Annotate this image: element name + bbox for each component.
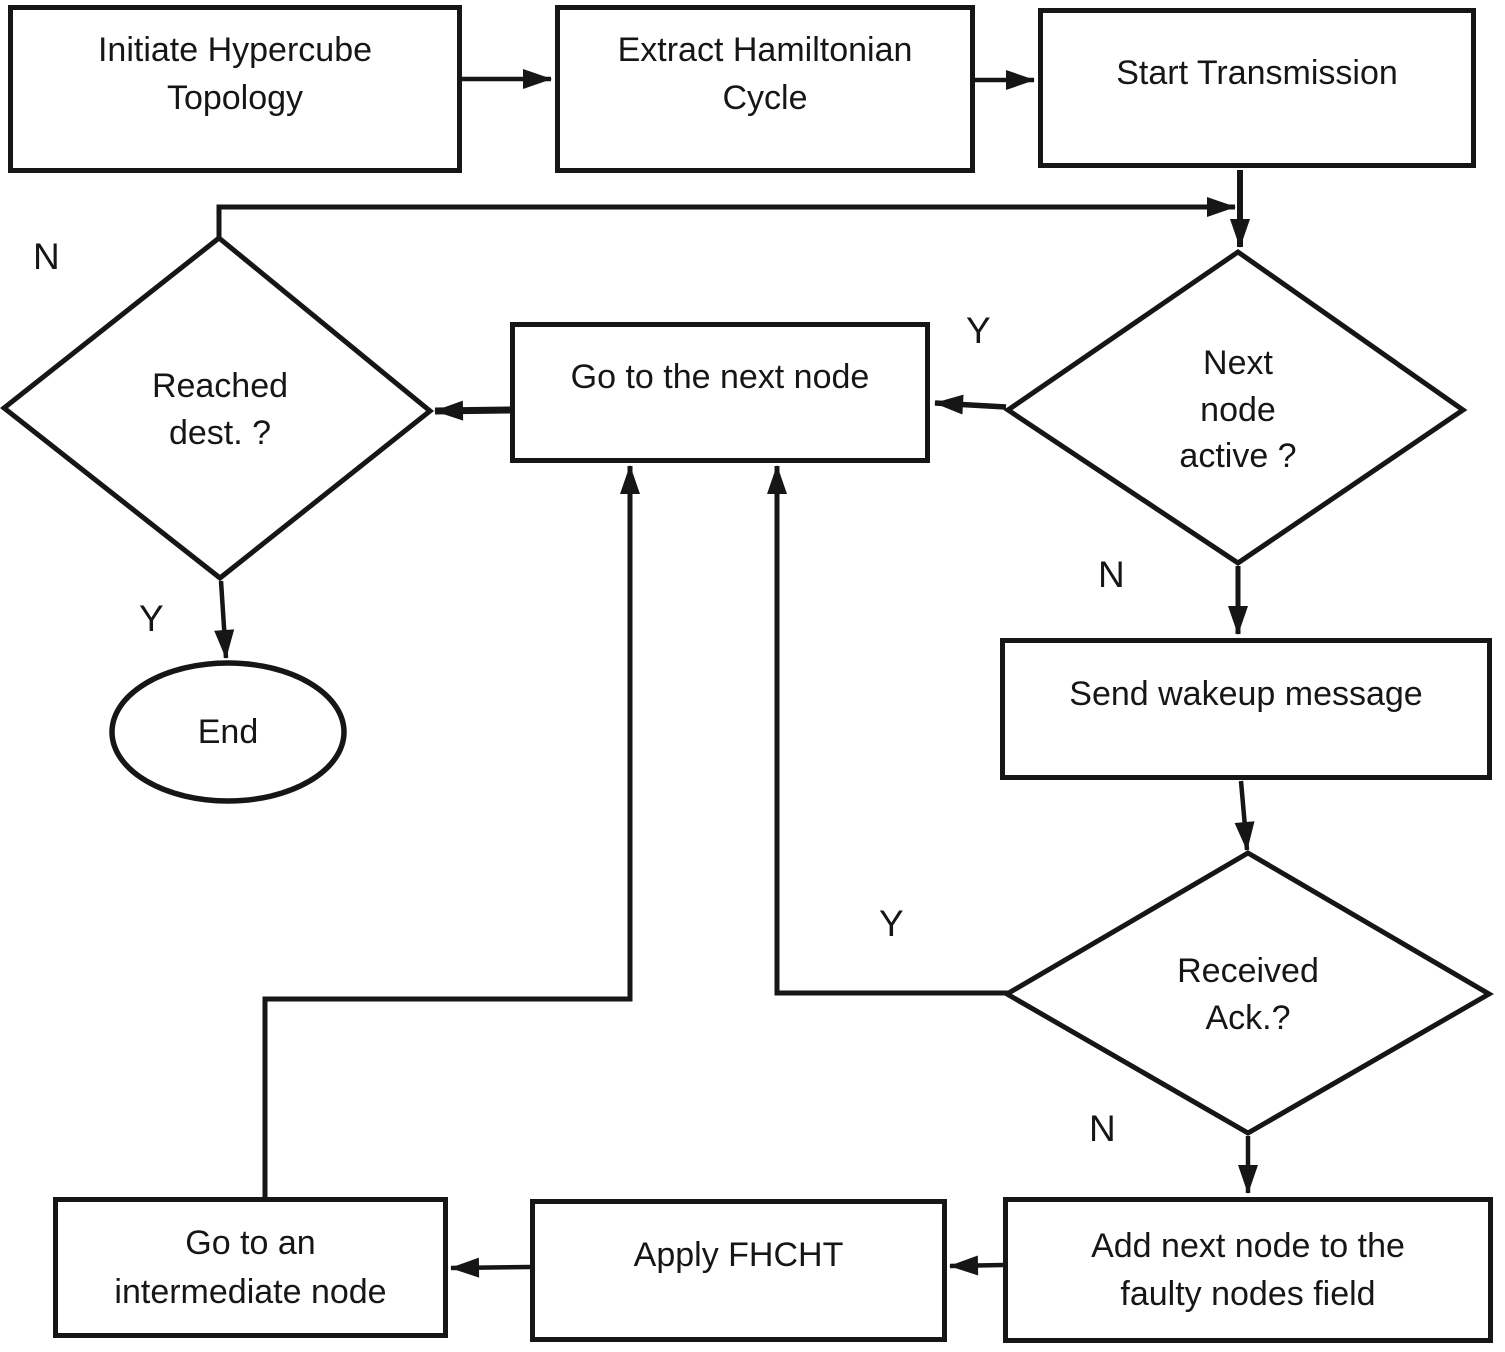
- connector-received-ack-yes-to-go-to-next: [767, 465, 1008, 996]
- go-to-next-node-label: Go to the next node: [570, 358, 870, 397]
- send-wakeup-node: Send wakeup message: [1000, 638, 1492, 780]
- next-node-active-diamond: [1003, 248, 1468, 567]
- start-transmission-node: Start Transmission: [1038, 8, 1476, 168]
- connector-next-node-active-yes-to-go-to-next: [934, 394, 1007, 415]
- go-to-next-node-node: Go to the next node: [510, 322, 930, 463]
- reached-dest-diamond: [0, 234, 434, 582]
- start-transmission-label: Start Transmission: [1116, 53, 1398, 92]
- go-to-intermediate-node: Go to an intermediate node: [53, 1197, 448, 1338]
- end-terminator-ellipse: [109, 660, 347, 804]
- reached-dest-no-tag: N: [33, 236, 60, 277]
- apply-fhcht-node: Apply FHCHT: [530, 1199, 947, 1342]
- next-node-active-no-tag: N: [1098, 554, 1125, 595]
- connector-reached-dest-yes-to-end: [214, 580, 235, 659]
- extract-hamiltonian-label: Extract Hamiltonian Cycle: [617, 30, 913, 117]
- received-ack-yes-tag: Y: [879, 903, 904, 944]
- connector-add-faulty-to-apply-fhcht: [949, 1255, 1004, 1276]
- connector-apply-fhcht-to-go-to-intermediate: [450, 1257, 531, 1278]
- connector-go-to-next-to-reached-dest: [434, 400, 511, 421]
- connector-reached-dest-no-loop: [216, 197, 1236, 240]
- connector-send-wakeup-to-received-ack: [1234, 780, 1255, 851]
- extract-hamiltonian-node: Extract Hamiltonian Cycle: [555, 5, 975, 173]
- received-ack-no-tag: N: [1089, 1108, 1116, 1149]
- initiate-hypercube-label: Initiate Hypercube Topology: [97, 30, 373, 117]
- go-to-intermediate-label: Go to an intermediate node: [114, 1224, 387, 1311]
- initiate-hypercube-node: Initiate Hypercube Topology: [8, 5, 462, 173]
- apply-fhcht-label: Apply FHCHT: [633, 1236, 844, 1275]
- send-wakeup-label: Send wakeup message: [1069, 674, 1423, 713]
- connector-go-to-intermediate-to-go-to-next: [262, 465, 640, 1197]
- add-faulty-node-node: Add next node to the faulty nodes field: [1003, 1197, 1493, 1343]
- reached-dest-yes-tag: Y: [139, 598, 164, 639]
- received-ack-diamond: [1002, 850, 1494, 1136]
- next-node-active-yes-tag: Y: [966, 310, 991, 351]
- add-faulty-node-label: Add next node to the faulty nodes field: [1091, 1226, 1405, 1313]
